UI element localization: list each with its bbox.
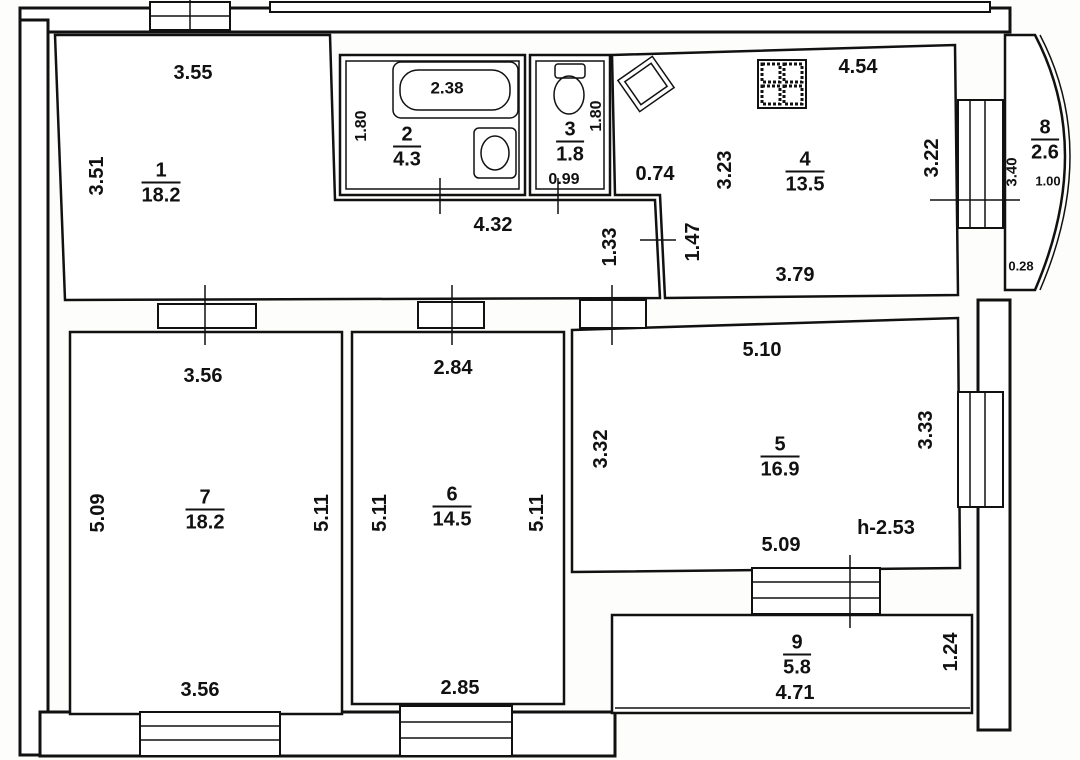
window-kitchen bbox=[957, 99, 1004, 229]
dim-loggia-depth: 0.28 bbox=[1008, 258, 1034, 274]
ceiling-height: h-2.53 bbox=[857, 517, 915, 539]
balcony-door bbox=[751, 567, 881, 615]
outer-wall-right bbox=[976, 298, 1012, 732]
dim-room5-left: 3.32 bbox=[590, 429, 612, 469]
door-room-7 bbox=[157, 303, 257, 329]
dim-loggia-height: 3.40 bbox=[1003, 157, 1021, 187]
room-8-outline bbox=[1003, 33, 1067, 292]
dim-door-width: 0.74 bbox=[635, 163, 675, 185]
dim-loggia-width: 1.00 bbox=[1035, 173, 1061, 189]
room-1-outline bbox=[53, 33, 662, 302]
room-3-outline bbox=[528, 53, 612, 197]
dim-room5-bottom: 5.09 bbox=[761, 534, 801, 556]
dim-room7-right: 5.11 bbox=[311, 494, 333, 532]
dim-kitchen-left: 3.23 bbox=[714, 150, 736, 190]
room-6-outline bbox=[350, 330, 566, 706]
dim-balcony-height: 1.24 bbox=[940, 632, 962, 672]
room-9-outline bbox=[610, 613, 974, 715]
room-7-outline bbox=[68, 330, 344, 716]
room-4-outline bbox=[610, 43, 960, 300]
dim-room6-right: 5.11 bbox=[526, 494, 548, 532]
dim-kitchen-notch: 1.47 bbox=[682, 222, 704, 262]
door-room-6 bbox=[417, 301, 485, 329]
toilet-icon bbox=[554, 63, 586, 79]
dim-room6-top: 2.84 bbox=[433, 357, 473, 379]
dim-room1-left: 3.51 bbox=[86, 156, 108, 196]
dim-room7-bottom: 3.56 bbox=[180, 679, 220, 701]
sink-icon bbox=[473, 127, 517, 179]
room-5-outline bbox=[570, 316, 962, 574]
dim-room5-top: 5.10 bbox=[742, 339, 782, 361]
window-room-6 bbox=[399, 705, 513, 757]
dim-bath-height: 1.80 bbox=[353, 110, 370, 142]
dim-balcony-width: 4.71 bbox=[775, 682, 815, 704]
dim-room7-left: 5.09 bbox=[87, 493, 109, 533]
window-top-right bbox=[269, 1, 991, 13]
dim-kitchen-bottom: 3.79 bbox=[775, 264, 815, 286]
dim-wc-height: 1.80 bbox=[588, 100, 605, 132]
dim-room6-bottom: 2.85 bbox=[440, 677, 480, 699]
room-2-outline bbox=[338, 53, 527, 197]
dim-room1-top: 3.55 bbox=[173, 62, 213, 84]
dim-kitchen-right: 3.22 bbox=[921, 138, 943, 178]
dim-bath-width: 2.38 bbox=[430, 78, 464, 98]
door-room-5 bbox=[579, 299, 647, 329]
bathtub-icon bbox=[392, 61, 519, 119]
kitchen-sink-icon bbox=[616, 55, 676, 113]
dim-room6-left: 5.11 bbox=[369, 494, 391, 532]
dim-corridor-length: 4.32 bbox=[473, 214, 513, 236]
dim-room5-right: 3.33 bbox=[915, 410, 937, 450]
dim-kitchen-top: 4.54 bbox=[838, 56, 878, 78]
window-room-5 bbox=[957, 391, 1004, 508]
dim-wc-width: 0.99 bbox=[548, 171, 580, 188]
window-room-7 bbox=[139, 711, 281, 757]
outer-wall-left bbox=[18, 18, 50, 757]
outer-wall-bottom bbox=[38, 710, 617, 758]
dim-corridor-end: 1.33 bbox=[599, 227, 621, 267]
stove-icon bbox=[757, 59, 807, 109]
dim-room7-top: 3.56 bbox=[183, 365, 223, 387]
